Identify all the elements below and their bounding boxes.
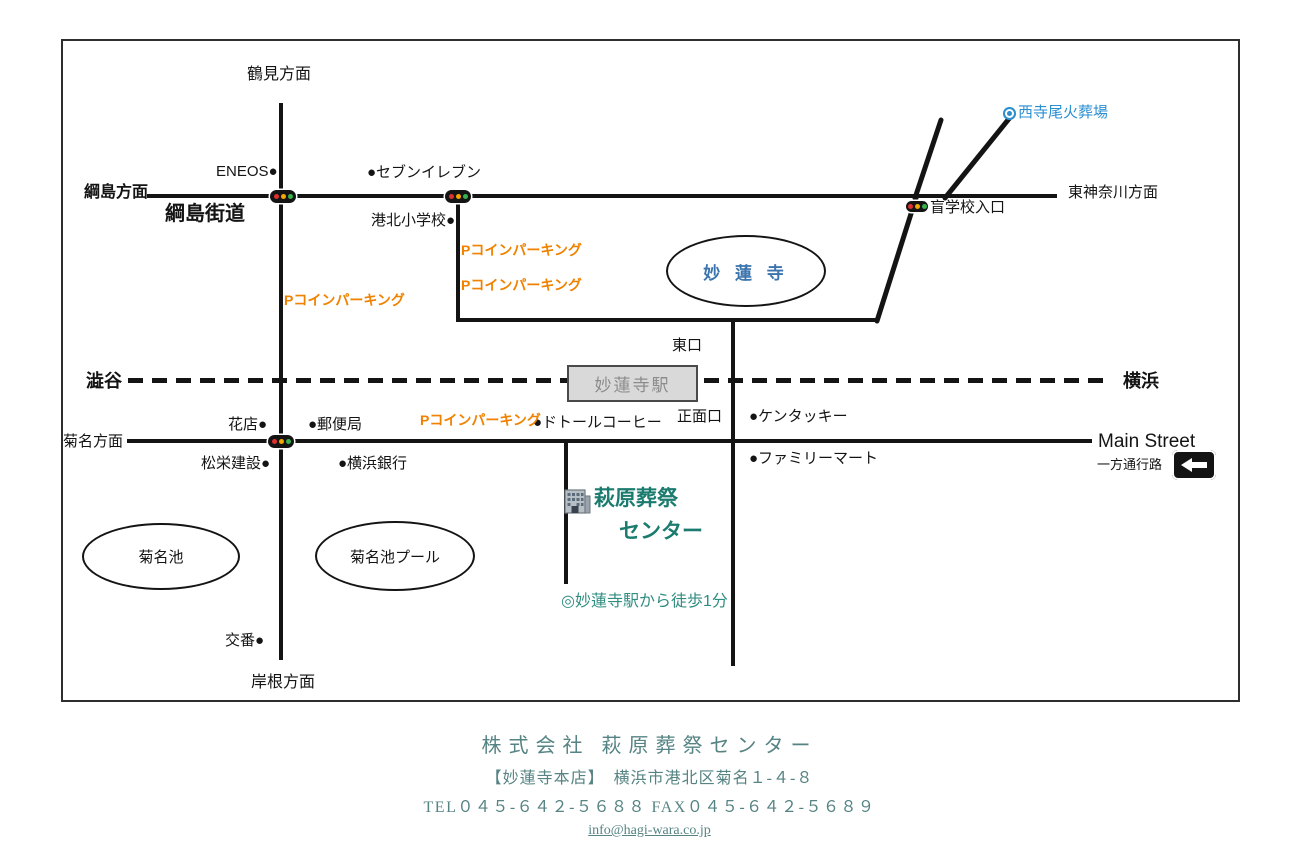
kikuna-pool-oval: 菊名池プール	[315, 521, 475, 591]
landmark-seven-eleven: ●セブンイレブン	[367, 164, 482, 181]
coin-parking-label: Pコインパーキング	[284, 292, 405, 308]
kikuna-pond-label: 菊名池	[138, 549, 184, 566]
station-front-exit: 正面口	[677, 408, 723, 425]
direction-tsunashima: 綱島方面	[84, 184, 149, 201]
direction-kikuna: 菊名方面	[63, 433, 124, 450]
road-temple-south	[456, 318, 877, 322]
footer-address: 【妙蓮寺本店】 横浜市港北区菊名１-４-８	[485, 770, 814, 787]
direction-tsurumi: 鶴見方面	[247, 66, 312, 83]
road-main-street	[127, 439, 1092, 443]
landmark-flower-shop: 花店●	[228, 416, 268, 433]
landmark-post-office: ●郵便局	[308, 416, 363, 433]
temple-label: 妙 蓮 寺	[703, 263, 789, 283]
traffic-light-icon	[445, 190, 471, 203]
station-name: 妙蓮寺駅	[594, 376, 671, 395]
landmark-doutor-coffee: ●ドトールコーヒー	[533, 414, 662, 431]
landmark-family-mart: ●ファミリーマート	[749, 450, 879, 467]
crematorium-label: 西寺尾火葬場	[1018, 104, 1109, 121]
road-temple-west	[456, 196, 460, 322]
traffic-light-icon	[268, 435, 294, 448]
footer: 株式会社 萩原葬祭センター 【妙蓮寺本店】 横浜市港北区菊名１-４-８ TEL０…	[0, 729, 1299, 839]
landmark-yokohama-bank: ●横浜銀行	[338, 455, 408, 472]
coin-parking-label: Pコインパーキング	[420, 412, 541, 428]
road-name-tsunashima-kaido: 綱島街道	[165, 203, 245, 225]
one-way-arrow-sign	[1172, 450, 1216, 480]
myorenji-station-box: 妙蓮寺駅	[567, 365, 698, 402]
traffic-light-icon	[270, 190, 296, 203]
landmark-crematorium: 西寺尾火葬場	[1003, 104, 1108, 123]
one-way-label: 一方通行路	[1097, 457, 1163, 472]
direction-kishine: 岸根方面	[251, 674, 316, 691]
footer-tel-fax: TEL０４５-６４２-５６８８ FAX０４５-６４２-５６８９	[423, 799, 876, 816]
hagiwara-center-label-line2: センター	[619, 520, 703, 543]
road-station-vertical	[731, 320, 735, 666]
traffic-light-icon	[906, 201, 928, 212]
kikuna-pool-label: 菊名池プール	[349, 548, 440, 566]
footer-company-name: 株式会社 萩原葬祭センター	[481, 735, 818, 757]
coin-parking-label: Pコインパーキング	[461, 242, 582, 258]
road-name-main-street: Main Street	[1098, 431, 1196, 452]
direction-yokohama: 横浜	[1123, 371, 1159, 391]
hagiwara-center-label-line1: 萩原葬祭	[594, 487, 678, 510]
landmark-eneos: ENEOS●	[216, 163, 278, 180]
landmark-shoei-construction: 松栄建設●	[201, 455, 271, 472]
road-top-horizontal	[147, 194, 1057, 198]
left-arrow-icon	[1181, 458, 1207, 472]
crematorium-marker-icon	[1007, 110, 1012, 116]
direction-higashi-kanagawa: 東神奈川方面	[1068, 184, 1159, 201]
footer-email-link[interactable]: info@hagi-wara.co.jp	[588, 823, 711, 838]
landmark-kentucky: ●ケンタッキー	[749, 408, 848, 425]
landmark-kohoku-elementary: 港北小学校●	[371, 212, 456, 229]
myorenji-temple-oval: 妙 蓮 寺	[666, 235, 826, 307]
direction-shibuya: 澁谷	[86, 371, 122, 391]
landmark-school-for-blind: 盲学校入口	[930, 199, 1006, 216]
walk-time-note: ◎妙蓮寺駅から徒歩1分	[561, 593, 728, 610]
kikuna-pond-oval: 菊名池	[82, 523, 240, 590]
station-east-exit: 東口	[672, 337, 703, 354]
coin-parking-label: Pコインパーキング	[461, 277, 582, 293]
building-icon	[564, 488, 591, 519]
landmark-police-box: 交番●	[225, 632, 265, 649]
